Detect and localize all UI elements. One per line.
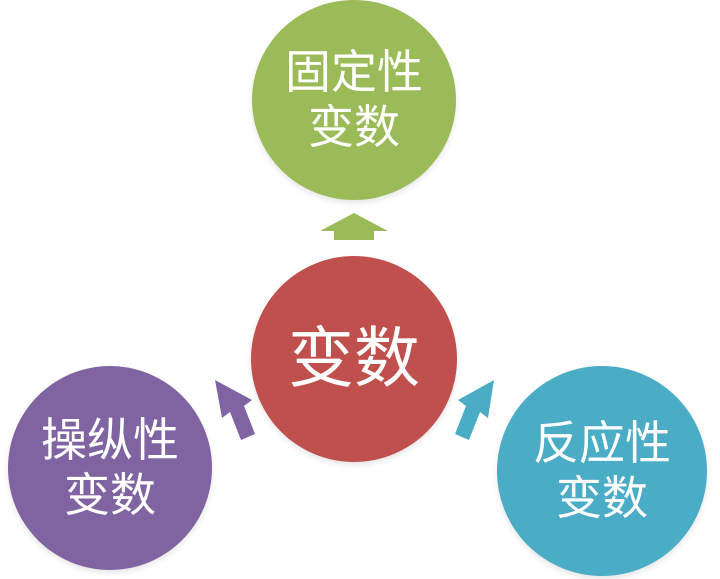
fixed-variable-node: 固定性 变数 [252,0,456,200]
arrow-left-icon [215,380,255,440]
node-label-line: 变数 [556,471,648,525]
node-label-line: 变数 [308,100,400,154]
arrow-right-icon [455,380,494,440]
node-label-line: 操纵性 [41,412,179,467]
responding-variable-node: 反应性 变数 [497,366,707,576]
manipulated-variable-node: 操纵性 变数 [8,366,212,570]
node-label-line: 反应性 [533,415,671,470]
node-label-line: 变数 [64,468,156,522]
node-label-line: 变数 [288,320,420,398]
node-label-line: 固定性 [285,44,423,99]
arrow-up-icon [320,213,388,240]
variable-center-node: 变数 [251,256,457,462]
